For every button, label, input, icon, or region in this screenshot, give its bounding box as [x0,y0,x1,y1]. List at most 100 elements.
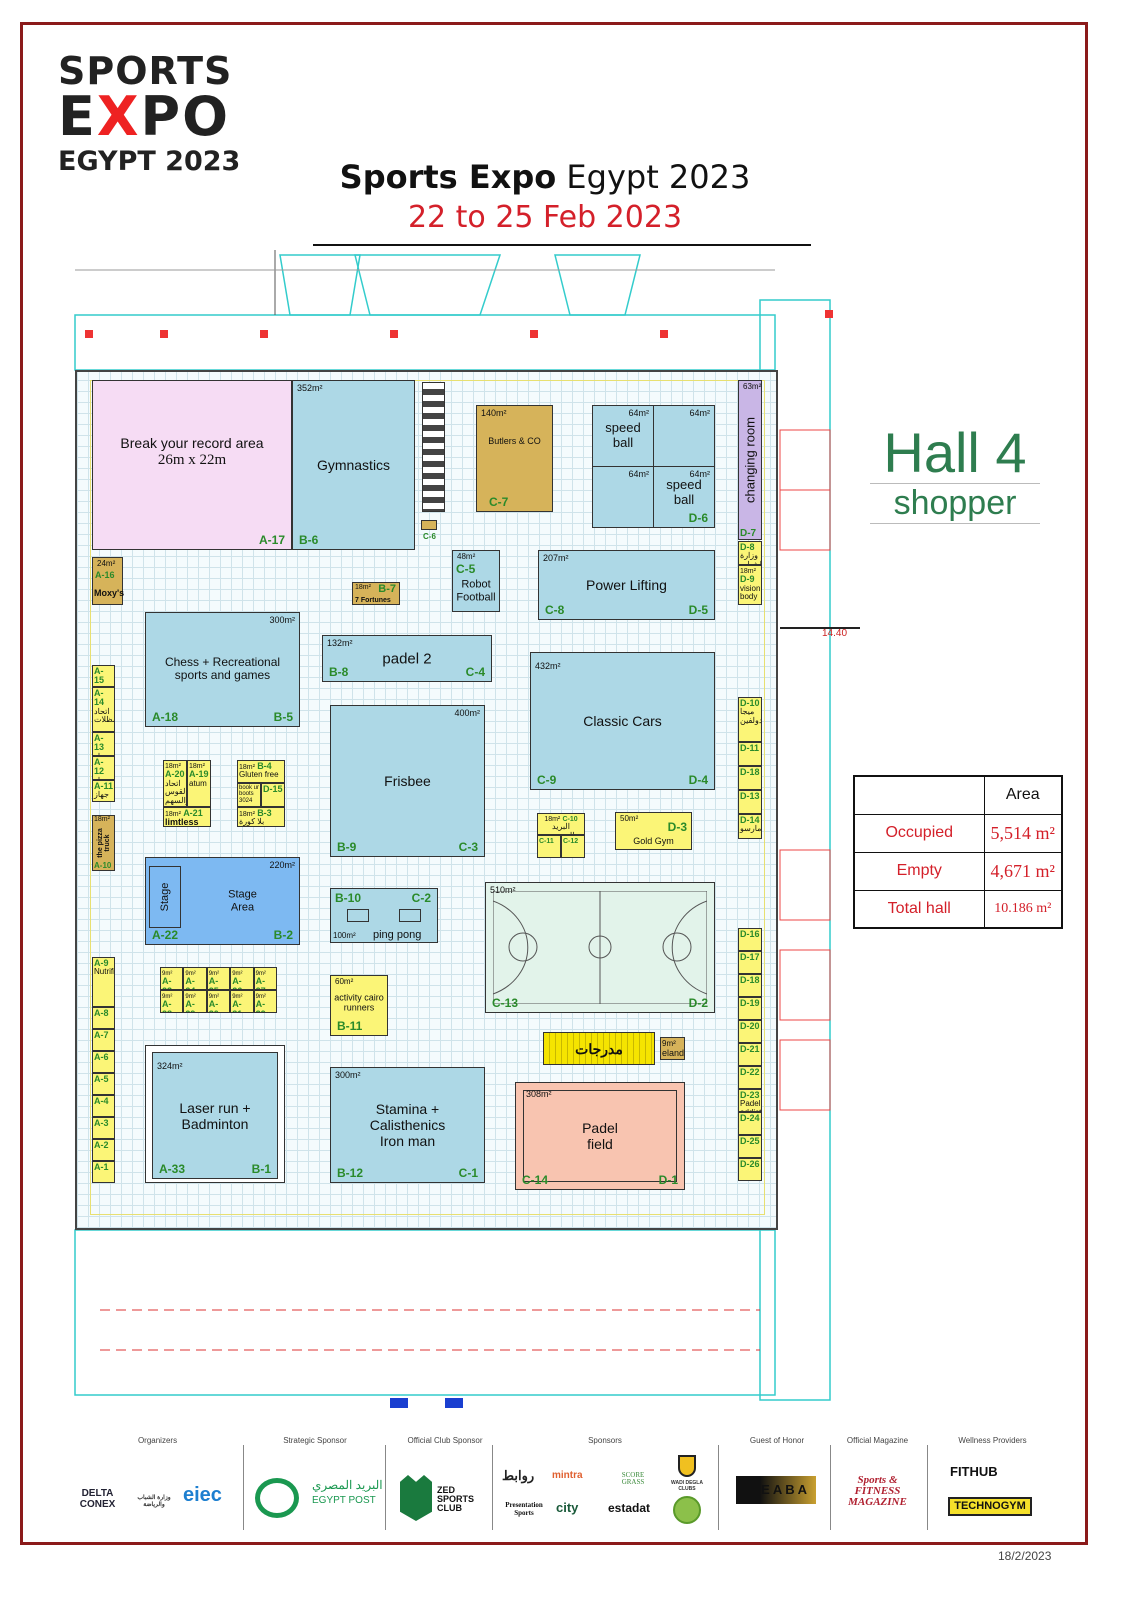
booth-code: A-20 [165,769,185,780]
booth-area: 64m² [689,408,710,418]
booth-bleachers[interactable]: مدرجات [543,1032,655,1065]
booth-c11[interactable]: C-11 [537,835,561,858]
booth-book-ur-boots[interactable]: book ur boots 3024 [237,783,261,807]
booth-grid-a23-a32: 9m²A-239m²A-249m²A-259m²A-269m²A-279m²A-… [160,967,277,1013]
booth-gold-gym[interactable]: 50m² D-3 Gold Gym [615,812,692,850]
booth-stamina-calisthenics[interactable]: 300m² Stamina + Calisthenics Iron man B-… [330,1067,485,1183]
booth-a-12[interactable]: A-12جهاز تنمية المشروعات [92,756,115,780]
booth-d-18[interactable]: D-18 [738,766,762,790]
booth-area: 300m² [335,1070,361,1080]
booth-area: 140m² [481,408,507,418]
booth-activity-cairo-runners[interactable]: 60m² activity cairo runners B-11 [330,975,388,1036]
booth-d-21[interactable]: D-21 [738,1043,762,1066]
booth-d-25[interactable]: D-25 [738,1135,762,1158]
booth-area: 18m² [740,568,756,575]
booth-a-6[interactable]: A-6 [92,1051,115,1073]
booth-code: B-10 [335,891,362,905]
booth-moxys[interactable]: 24m² A-16 Moxy's [92,557,124,605]
booth-gymnastics[interactable]: 352m² Gymnastics B-6 [292,380,415,550]
booth-a-7[interactable]: A-7 [92,1029,115,1051]
event-dates: 22 to 25 Feb 2023 [407,200,683,235]
divider [243,1445,244,1530]
booth-butlers-co[interactable]: 140m² Butlers & CO C-7 [476,405,553,512]
booth-d-24[interactable]: D-24 [738,1112,762,1135]
booth-a-8[interactable]: A-8 [92,1007,115,1029]
booth-d-26[interactable]: D-26 [738,1158,762,1181]
booth-d-19[interactable]: D-19 [738,997,762,1020]
booth-d-11[interactable]: D-11 [738,742,762,766]
booth-c12[interactable]: C-12 [561,835,585,858]
booth-code: A-28 [162,999,172,1012]
booth-changing-room[interactable]: 63m² changing room D-7 [738,380,762,540]
booth-speed-ball-2[interactable]: 64m² [653,405,715,467]
booth-7-fortunes[interactable]: 18m² B-7 7 Fortunes [352,582,400,605]
booth-d-18[interactable]: D-18 [738,974,762,997]
booth-d-17[interactable]: D-17 [738,951,762,974]
booth-c6[interactable] [421,520,437,530]
booth-a-13[interactable]: A-13جهاز تنمية المشروعات [92,732,115,756]
booth-name: changing room [742,417,758,503]
booth-a-4[interactable]: A-4 [92,1095,115,1117]
booth-speed-ball-3[interactable]: 64m² [592,466,654,528]
bench-row [422,382,445,512]
booth-chess[interactable]: 300m² Chess + Recreational sports and ga… [145,612,300,727]
row-value: 5,514 m² [983,813,1063,853]
booth-a-15[interactable]: A-15Halo [92,665,115,687]
booth-d-13[interactable]: D-13 [738,790,762,814]
booth-code: A-25 [208,976,219,989]
booth-code: A-31 [232,999,242,1012]
booth-d-20[interactable]: D-20 [738,1020,762,1043]
booth-name: Classic Cars [583,712,662,729]
booth-eland[interactable]: 9m² eland [660,1037,685,1060]
booth-a-5[interactable]: A-5 [92,1073,115,1095]
booth-code: D-16 [740,929,760,939]
booth-a-2[interactable]: A-2 [92,1139,115,1161]
booth-a-1[interactable]: A-1 [92,1161,115,1183]
booth-a-3[interactable]: A-3 [92,1117,115,1139]
booth-d-22[interactable]: D-22 [738,1066,762,1089]
booth-d15[interactable]: D-15 [261,783,285,807]
title-bold: Sports Expo [339,158,557,196]
booth-robot-football[interactable]: 48m² C-5 Robot Football [452,550,500,612]
booth-d-16[interactable]: D-16 [738,928,762,951]
booth-pizza-truck[interactable]: 18m² the pizza truck A-10 [92,815,115,871]
